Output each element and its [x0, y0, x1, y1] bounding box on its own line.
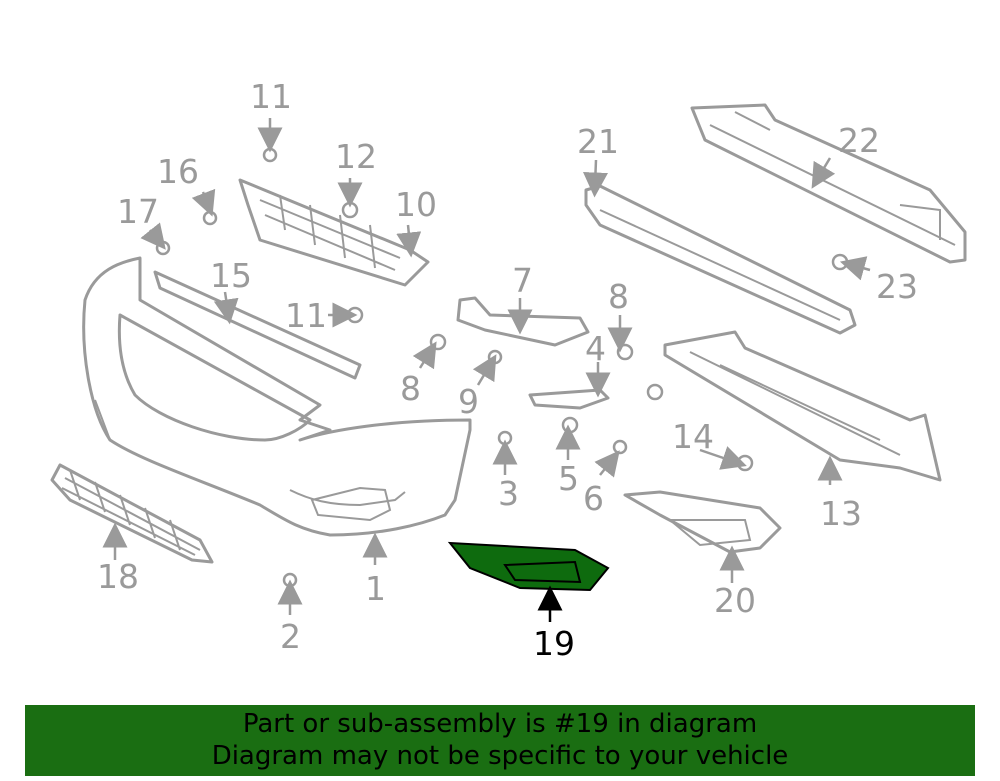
lower-grille-part — [50, 463, 214, 564]
callout-17: 17 — [117, 192, 159, 231]
callout-arrows — [102, 118, 871, 622]
reinforcement-beam-part — [690, 103, 967, 264]
callout-15: 15 — [210, 256, 252, 295]
callout-8-right: 8 — [608, 277, 629, 316]
highlighted-bezel-part-19 — [447, 541, 610, 592]
parts-diagram: 11 12 16 17 10 15 11 7 8 9 8 4 3 5 6 14 … — [50, 77, 967, 663]
callout-8-left: 8 — [400, 369, 421, 408]
callout-6: 6 — [583, 479, 604, 518]
bracket-4-part — [528, 388, 610, 410]
callout-11-top: 11 — [250, 77, 292, 116]
callout-9: 9 — [458, 382, 479, 421]
strip-part — [153, 270, 362, 380]
callout-12: 12 — [335, 137, 377, 176]
info-banner: Part or sub-assembly is #19 in diagram D… — [25, 705, 975, 776]
callout-14: 14 — [672, 417, 714, 456]
bumper-cover-part — [82, 256, 472, 537]
callout-23: 23 — [876, 267, 918, 306]
callout-13: 13 — [820, 494, 862, 533]
callout-21: 21 — [577, 122, 619, 161]
banner-line-1: Part or sub-assembly is #19 in diagram — [242, 709, 758, 739]
callout-16: 16 — [157, 152, 199, 191]
callout-18: 18 — [97, 557, 139, 596]
callout-4: 4 — [585, 329, 606, 368]
callout-20: 20 — [714, 581, 756, 620]
callout-1: 1 — [365, 569, 386, 608]
bracket-7-part — [456, 296, 590, 347]
callout-labels: 11 12 16 17 10 15 11 7 8 9 8 4 3 5 6 14 … — [97, 77, 918, 663]
callout-10: 10 — [395, 185, 437, 224]
callout-19-highlight: 19 — [533, 624, 575, 663]
callout-3: 3 — [498, 474, 519, 513]
callout-7: 7 — [512, 261, 533, 300]
banner-line-2: Diagram may not be specific to your vehi… — [211, 741, 789, 771]
callout-2: 2 — [280, 617, 301, 656]
fog-bezel-part — [623, 490, 782, 554]
splash-shield-part — [663, 330, 942, 482]
energy-absorber-part — [584, 184, 857, 335]
callout-11-mid: 11 — [285, 296, 327, 335]
callout-5: 5 — [558, 459, 579, 498]
callout-22: 22 — [838, 121, 880, 160]
